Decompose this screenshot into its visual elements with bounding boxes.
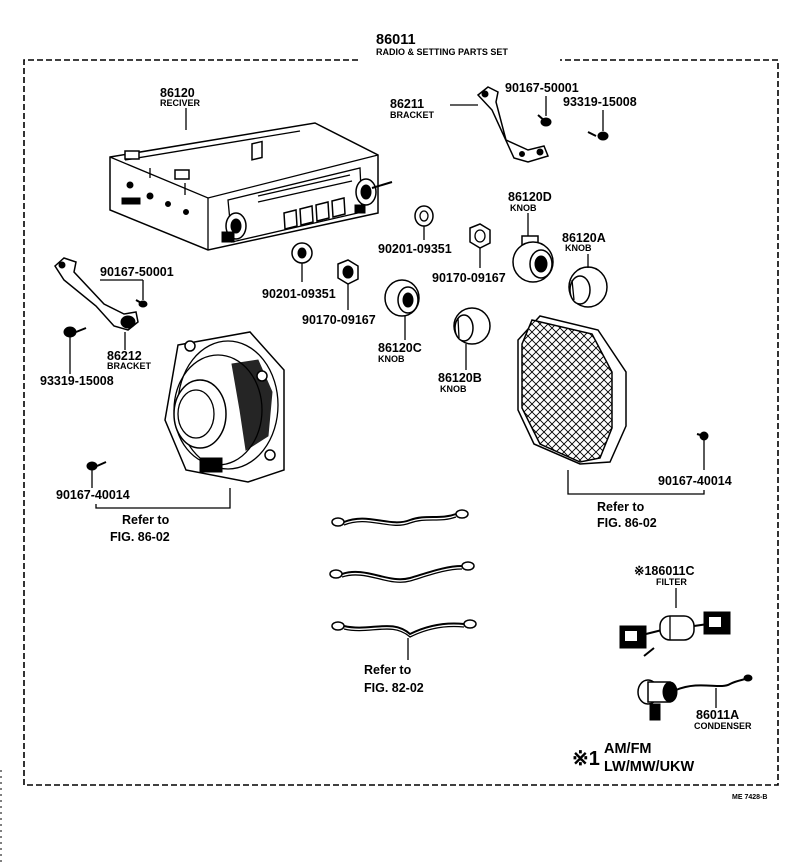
- cable-2: [329, 561, 475, 583]
- knob-b-icon: [453, 307, 491, 345]
- bracket-right-number: 86211: [390, 97, 424, 111]
- washer-upper-number: 90201-09351: [378, 242, 452, 256]
- knob-a-icon: [568, 266, 608, 308]
- speaker-left-ref-bracket: [95, 488, 231, 509]
- screw-speaker-left-number: 90167-40014: [56, 488, 130, 502]
- set-name: RADIO & SETTING PARTS SET: [376, 47, 508, 57]
- nut-upper-icon: [469, 223, 491, 249]
- condenser-name: CONDENSER: [694, 721, 752, 731]
- knob-d-icon: [512, 235, 554, 283]
- knob-c-number: 86120C: [378, 341, 422, 355]
- note-line2: LW/MW/UKW: [604, 759, 695, 775]
- washer-upper-icon: [414, 205, 434, 227]
- speaker-left-ref-line1: Refer to: [122, 513, 170, 527]
- drawing-code: ME 7428-B: [732, 794, 767, 801]
- nut-lower-icon: [337, 259, 359, 285]
- speaker-right-ref-line2: FIG. 86-02: [597, 516, 657, 530]
- knob-d-name: KNOB: [510, 203, 537, 213]
- filter-icon: [619, 611, 731, 657]
- knob-d-number: 86120D: [508, 190, 552, 204]
- screw-speaker-left-icon: [86, 461, 107, 471]
- bolt-left-number: 93319-15008: [40, 374, 114, 388]
- cable-1: [331, 509, 469, 527]
- speaker-right-ref-line1: Refer to: [597, 500, 645, 514]
- shaft-right: [354, 178, 393, 214]
- filter-number-text: 186011C: [644, 564, 694, 578]
- cables-ref-line2: FIG. 82-02: [364, 681, 424, 695]
- bolt-top-number: 93319-15008: [563, 95, 637, 109]
- screw-speaker-right-number: 90167-40014: [658, 474, 732, 488]
- bolt-top-icon: [587, 131, 609, 141]
- bolt-left-icon: [63, 326, 87, 338]
- knob-c-name: KNOB: [378, 354, 405, 364]
- bracket-left: [54, 257, 139, 331]
- screw-left-number: 90167-50001: [100, 265, 174, 279]
- nut-upper-number: 90170-09167: [432, 271, 506, 285]
- set-boundary-frame: [23, 59, 779, 786]
- note-line1: AM/FM: [604, 741, 652, 757]
- cable-3: [331, 619, 477, 638]
- receiver-number: 86120: [160, 86, 195, 100]
- shaft-left: [221, 212, 247, 243]
- set-number: 86011: [376, 32, 416, 48]
- bracket-right-name: BRACKET: [390, 110, 435, 120]
- screw-top-number: 90167-50001: [505, 81, 579, 95]
- bracket-right: [476, 86, 550, 163]
- speaker-right-grille: [517, 315, 627, 465]
- screw-left-icon: [135, 299, 148, 308]
- condenser-number: 86011A: [696, 708, 739, 722]
- speaker-right-ref-bracket: [567, 470, 705, 495]
- filter-mark: ※: [634, 564, 644, 578]
- filter-name: FILTER: [656, 577, 687, 587]
- note-mark: ※1: [572, 748, 600, 770]
- speaker-left-ref-line2: FIG. 86-02: [110, 530, 170, 544]
- knob-a-name: KNOB: [565, 243, 592, 253]
- cables-ref-line1: Refer to: [364, 663, 412, 677]
- knob-b-name: KNOB: [440, 384, 467, 394]
- filter-number: ※186011C: [634, 564, 695, 578]
- speaker-left: [164, 331, 285, 483]
- condenser-icon: [637, 674, 753, 721]
- screw-top-icon: [537, 114, 552, 127]
- washer-lower-icon: [291, 242, 313, 264]
- preset-buttons: [283, 197, 346, 230]
- bracket-left-number: 86212: [107, 349, 142, 363]
- knob-b-number: 86120B: [438, 371, 482, 385]
- nut-lower-number: 90170-09167: [302, 313, 376, 327]
- receiver-name: RECIVER: [160, 98, 201, 108]
- screw-speaker-right-icon: [696, 431, 709, 441]
- bracket-left-name: BRACKET: [107, 361, 152, 371]
- knob-a-number: 86120A: [562, 231, 606, 245]
- receiver-unit: [109, 122, 393, 251]
- washer-lower-number: 90201-09351: [262, 287, 336, 301]
- knob-c-icon: [384, 279, 420, 317]
